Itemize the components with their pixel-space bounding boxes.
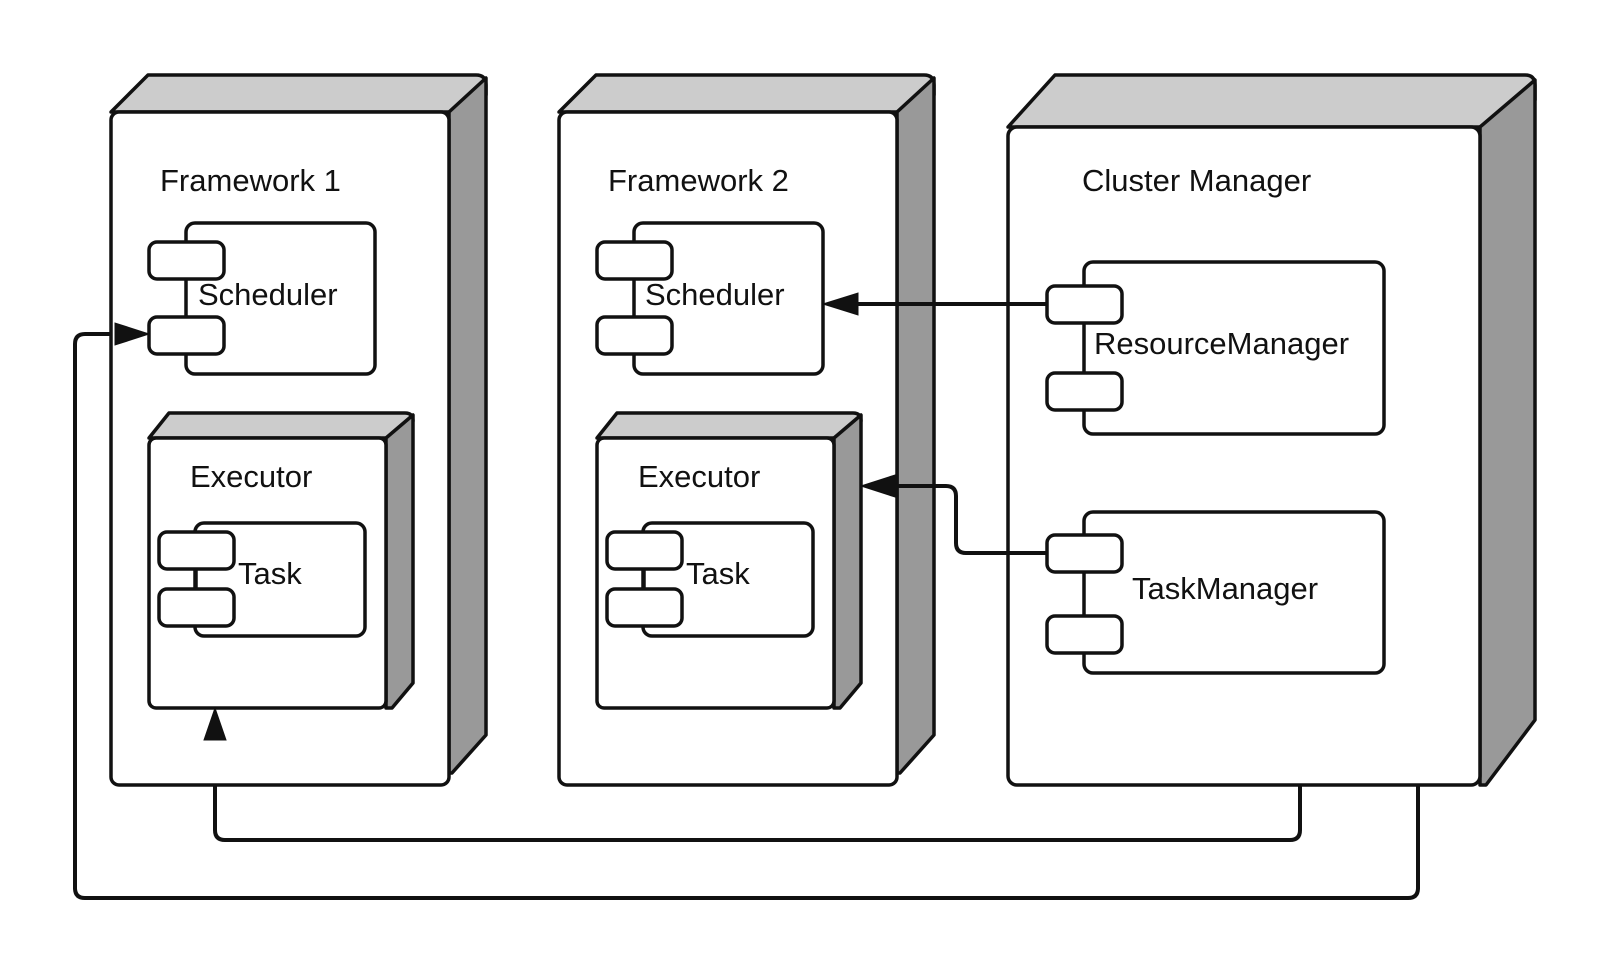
edge-taskmanager-to-executor-1: [213, 673, 1302, 842]
task-1-port-bottom: [157, 587, 236, 628]
arrowhead-executor-2: [859, 474, 896, 498]
framework-2-scheduler-label: Scheduler: [645, 277, 785, 312]
resource-manager-port-bottom: [1045, 371, 1124, 412]
scheduler-2-port-top: [595, 240, 674, 281]
arrowhead-scheduler-1: [114, 322, 151, 346]
resource-manager: ResourceManager: [1045, 260, 1386, 436]
framework-1-scheduler: Scheduler: [147, 221, 377, 376]
scheduler-1-port-top: [147, 240, 226, 281]
arrowhead-executor-1: [203, 706, 227, 741]
framework-1-executor-label: Executor: [190, 459, 312, 494]
scheduler-2-port-bottom: [595, 315, 674, 356]
framework-2-executor: Executor Task: [595, 411, 863, 710]
cluster-manager-node: Cluster Manager ResourceManager TaskMana…: [1006, 73, 1537, 787]
framework-1-task-label: Task: [238, 556, 302, 591]
resource-manager-label: ResourceManager: [1094, 326, 1349, 361]
scheduler-1-port-bottom: [147, 315, 226, 356]
resource-manager-port-top: [1045, 284, 1124, 325]
framework-1-executor: Executor Task: [147, 411, 415, 710]
framework-2-title: Framework 2: [608, 163, 789, 198]
task-1-port-top: [157, 530, 236, 571]
framework-1-task: Task: [157, 521, 367, 638]
framework-1-title: Framework 1: [160, 163, 341, 198]
framework-1-node: Framework 1 Scheduler Executor Task: [109, 73, 488, 787]
framework-2-task-label: Task: [686, 556, 750, 591]
edge-taskmanager-to-executor-2: [895, 484, 1047, 555]
task-2-port-bottom: [605, 587, 684, 628]
task-manager: TaskManager: [1045, 510, 1386, 675]
task-manager-label: TaskManager: [1132, 571, 1318, 606]
task-manager-port-top: [1045, 533, 1124, 574]
framework-2-task: Task: [605, 521, 815, 638]
framework-2-node: Framework 2 Scheduler Executor Task: [557, 73, 936, 787]
framework-2-scheduler: Scheduler: [595, 221, 825, 376]
cluster-manager-title: Cluster Manager: [1082, 163, 1311, 198]
task-manager-port-bottom: [1045, 614, 1124, 655]
framework-2-executor-label: Executor: [638, 459, 760, 494]
arrowhead-scheduler-2: [821, 292, 859, 316]
framework-1-scheduler-label: Scheduler: [198, 277, 338, 312]
task-2-port-top: [605, 530, 684, 571]
